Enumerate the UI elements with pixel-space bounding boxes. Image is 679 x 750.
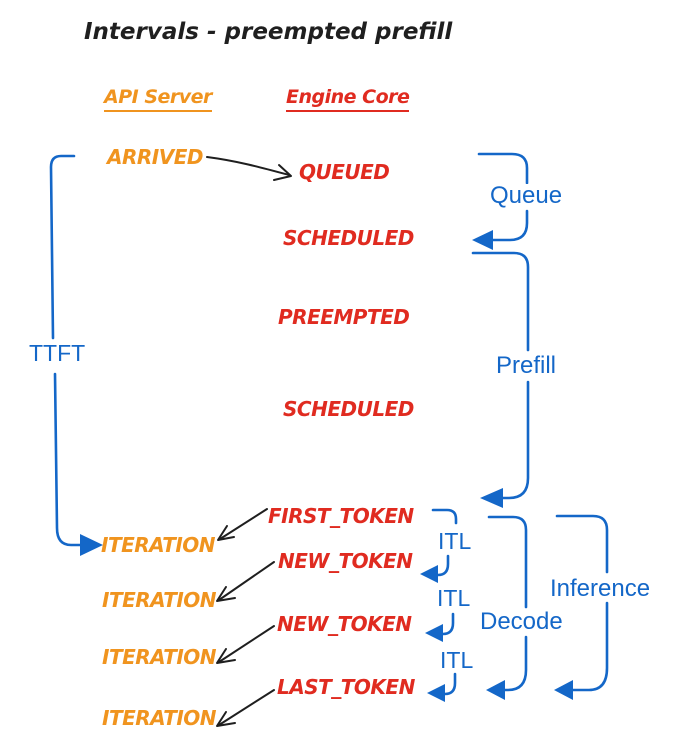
event-scheduled-1: SCHEDULED [283,226,414,250]
event-preempted: PREEMPTED [278,305,410,329]
itl-3-arrow-tail [443,672,457,696]
arrow-new-token-2-iteration [216,625,275,664]
decode-bracket-bottom [503,635,528,692]
itl-1-arrowhead [420,565,438,583]
page-title: Intervals - preempted prefill [84,19,453,45]
event-iteration-3: ITERATION [102,645,217,669]
inference-arrowhead [554,680,573,700]
itl-1-arrow-tail [436,554,450,577]
event-first-token: FIRST_TOKEN [268,504,414,528]
prefill-bracket-bottom [501,380,530,500]
itl-2-arrowhead [425,624,443,642]
inference-bracket-bottom [571,601,609,692]
ttft-bracket-top [49,154,76,340]
inference-bracket-top [555,514,609,574]
event-iteration-4: ITERATION [102,706,217,730]
ttft-arrowhead [80,534,103,556]
event-new-token-1: NEW_TOKEN [278,549,413,573]
interval-decode: Decode [478,608,565,635]
event-queued: QUEUED [299,160,390,184]
queue-arrowhead [472,230,493,250]
itl-3-arrowhead [427,684,445,702]
column-header-engine-core: Engine Core [286,88,410,112]
interval-prefill: Prefill [494,352,559,379]
queue-bracket-bottom [491,209,529,242]
event-arrived: ARRIVED [107,145,203,169]
queue-bracket-top [477,152,529,185]
interval-queue: Queue [488,182,565,209]
prefill-bracket-top [471,251,530,352]
itl-2-arrow-tail [441,612,455,636]
interval-itl-2: ITL [435,585,473,611]
decode-bracket-top [487,515,528,609]
itl-1-bracket-top [431,508,458,525]
ttft-bracket-bottom [53,372,82,547]
event-iteration-2: ITERATION [102,588,217,612]
interval-inference: Inference [548,575,653,602]
arrow-arrived-queued [206,156,292,181]
arrow-first-token-iteration [217,508,268,541]
interval-ttft: TTFT [27,340,88,366]
interval-itl-1: ITL [436,528,474,554]
event-scheduled-2: SCHEDULED [283,397,414,421]
decode-arrowhead [486,680,505,700]
prefill-arrowhead [480,488,503,508]
arrow-new-token-1-iteration [216,561,275,602]
event-new-token-2: NEW_TOKEN [277,612,412,636]
event-iteration-1: ITERATION [101,533,216,557]
column-header-api-server: API Server [104,88,212,112]
event-last-token: LAST_TOKEN [277,675,415,699]
arrow-last-token-iteration [216,689,275,727]
interval-itl-3: ITL [438,647,476,673]
